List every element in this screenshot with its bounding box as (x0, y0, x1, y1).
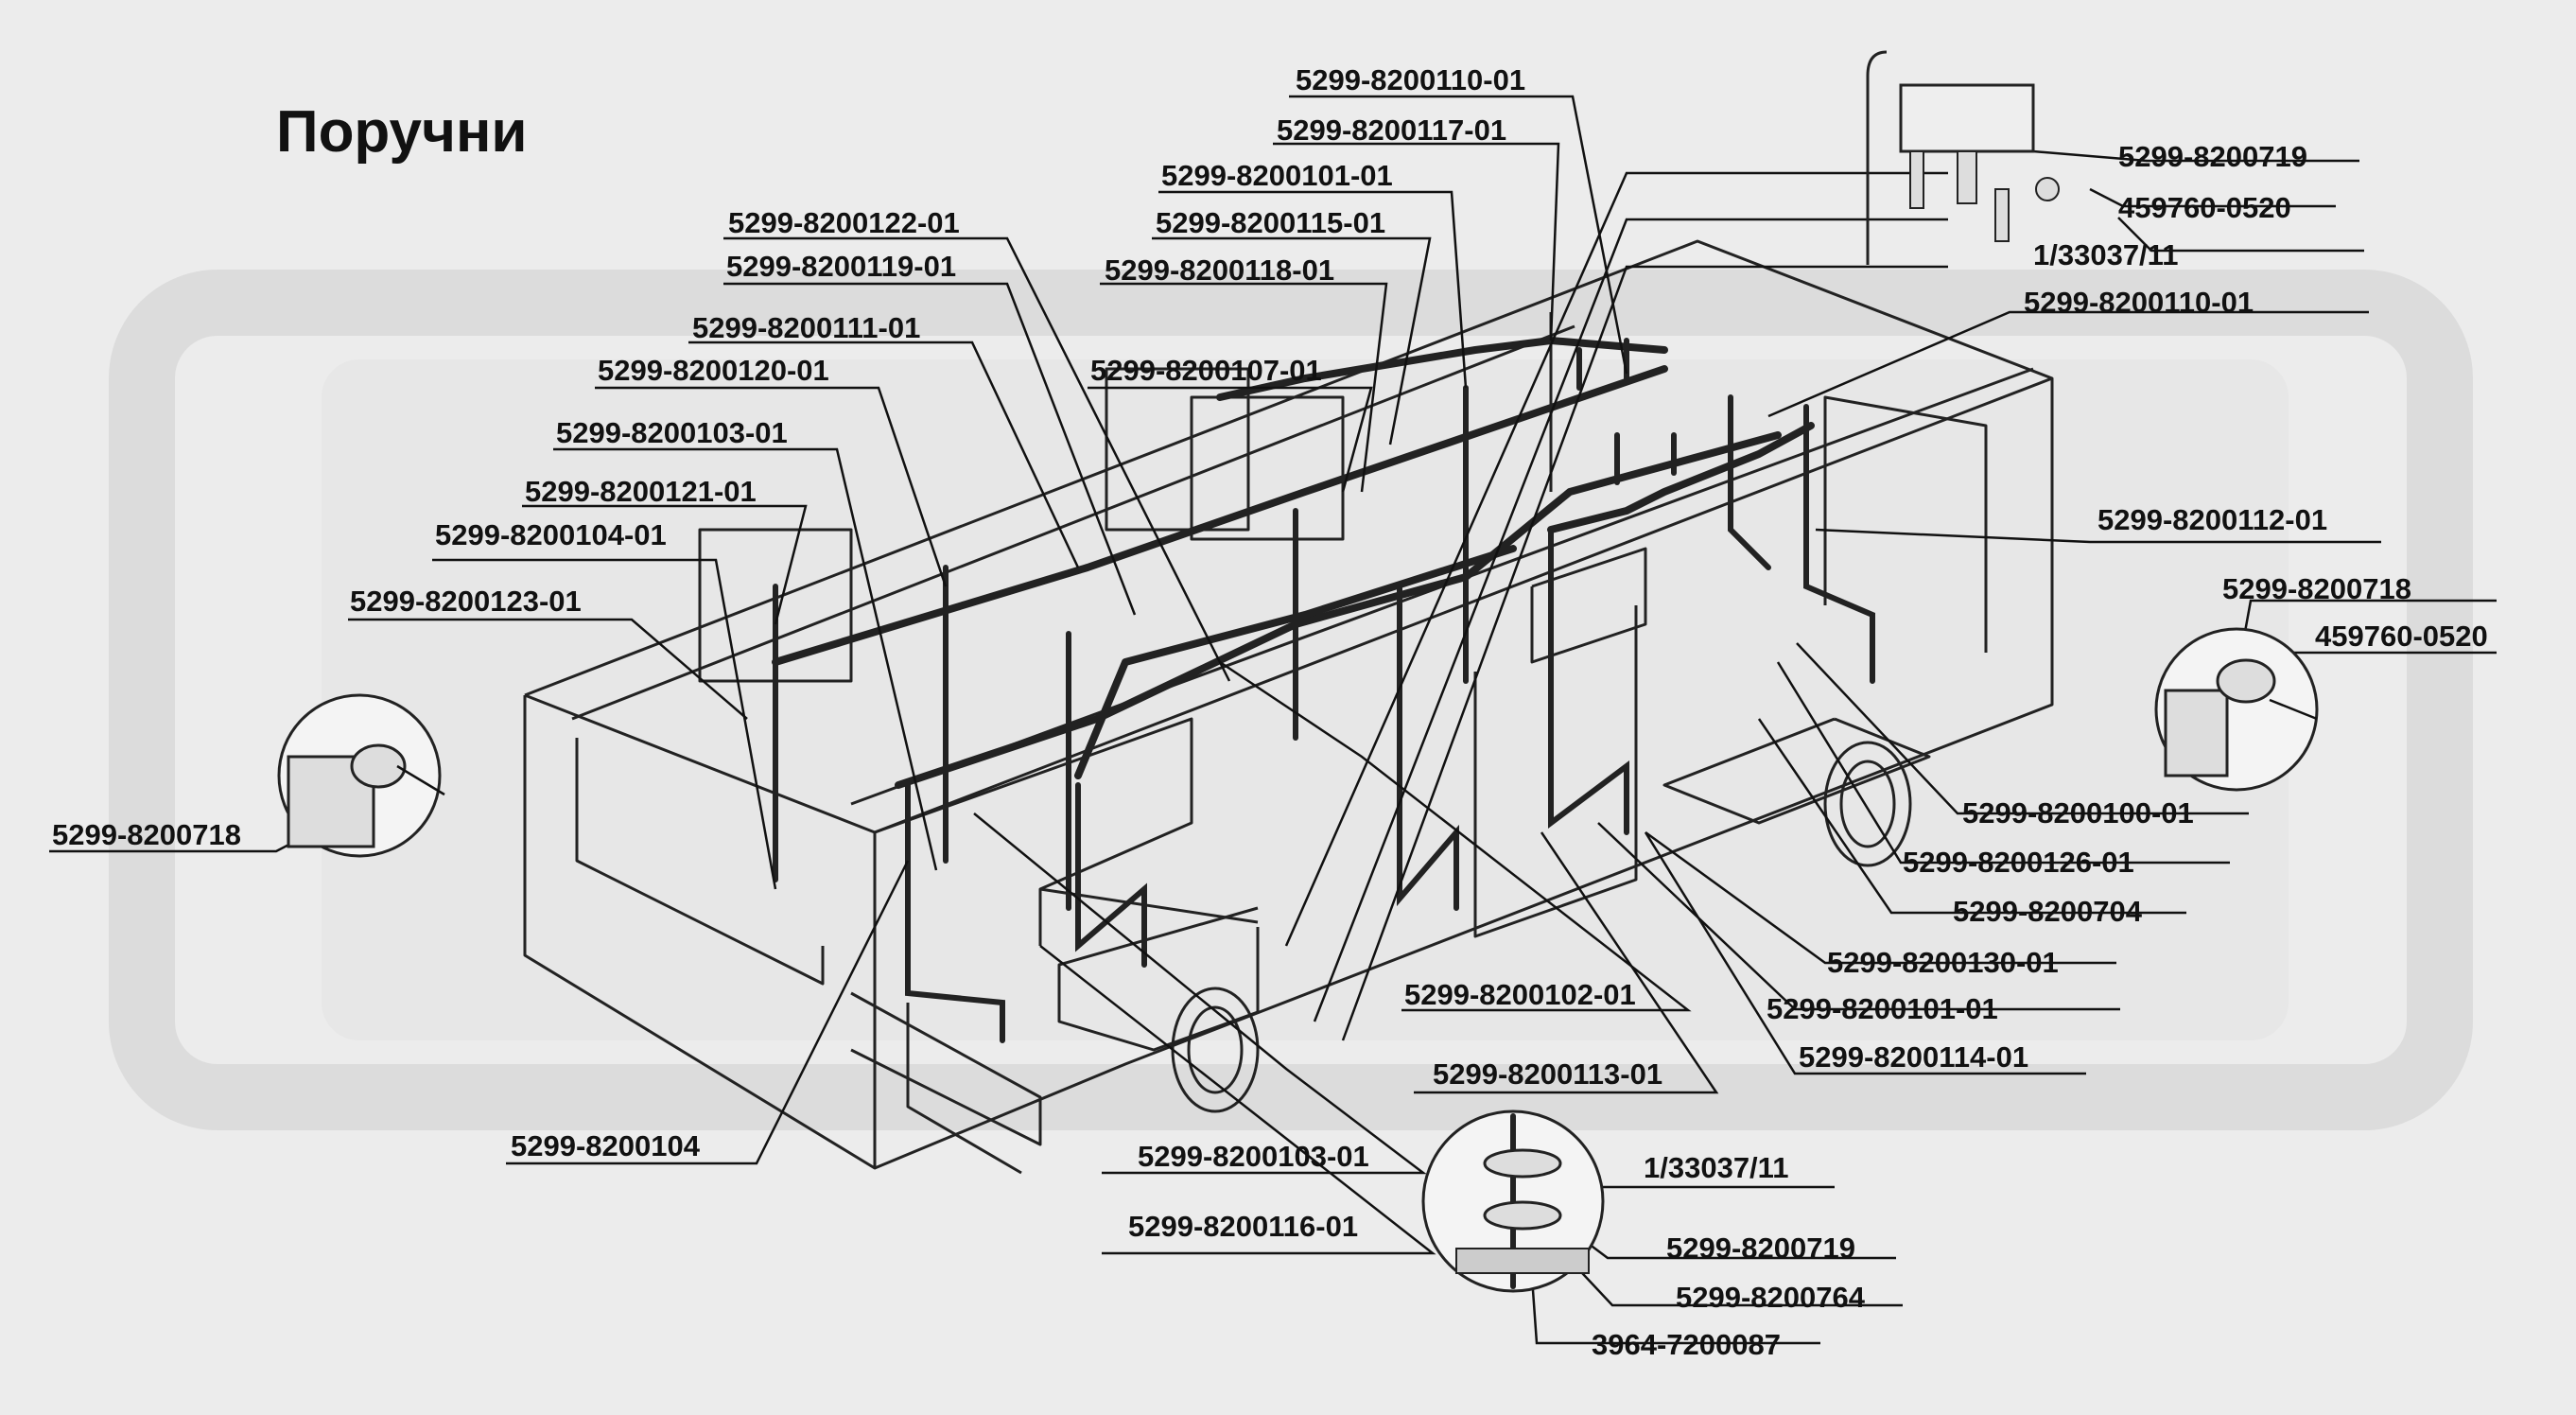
part-label: 5299-8200118-01 (1105, 253, 1334, 287)
part-label: 5299-8200121-01 (525, 475, 757, 508)
part-label: 1/33037/11 (1644, 1151, 1788, 1184)
part-label: 1/33037/11 (2033, 238, 2178, 271)
handrail-network (772, 337, 1875, 1043)
part-label: 5299-8200100-01 (1962, 796, 2194, 830)
part-label: 5299-8200130-01 (1827, 946, 2059, 979)
part-label: 5299-8200104-01 (435, 518, 667, 551)
part-label: 5299-8200718 (52, 818, 241, 851)
part-label: 5299-8200104 (511, 1129, 701, 1162)
part-label: 5299-8200111-01 (692, 311, 920, 344)
part-label: 5299-8200115-01 (1156, 206, 1385, 239)
part-label: 5299-8200113-01 (1433, 1057, 1662, 1091)
diagram-title: Поручни (276, 99, 528, 165)
part-label: 5299-8200123-01 (350, 585, 582, 618)
part-label: 5299-8200110-01 (1296, 63, 1525, 96)
detail-floor-mount (1421, 1109, 1605, 1293)
part-label: 3964-7200087 (1592, 1328, 1781, 1361)
part-label: 459760-0520 (2118, 191, 2291, 224)
part-label: 5299-8200101-01 (1161, 159, 1393, 192)
part-label: 5299-8200102-01 (1404, 978, 1636, 1011)
part-label: 5299-8200112-01 (2097, 503, 2327, 536)
part-label: 5299-8200764 (1676, 1281, 1866, 1314)
part-label: 5299-8200116-01 (1128, 1210, 1358, 1243)
part-label: 5299-8200114-01 (1799, 1040, 2028, 1074)
part-label: 5299-8200719 (2118, 140, 2307, 173)
detail-ceiling-mount (1866, 50, 2060, 265)
part-label: 5299-8200126-01 (1903, 846, 2134, 879)
leader-lines (49, 95, 2497, 1345)
watermark-logo (109, 270, 2473, 1130)
part-label: 5299-8200103-01 (1138, 1140, 1369, 1173)
detail-bracket-left (277, 693, 445, 858)
part-label: 459760-0520 (2315, 620, 2488, 653)
part-label: 5299-8200110-01 (2024, 286, 2254, 319)
part-label: 5299-8200704 (1953, 895, 2143, 928)
part-labels: 5299-8200110-01 5299-8200117-01 5299-820… (52, 63, 2488, 1361)
part-label: 5299-8200103-01 (556, 416, 788, 449)
detail-bracket-right (2154, 627, 2319, 792)
part-label: 5299-8200101-01 (1767, 992, 1998, 1025)
part-label: 5299-8200122-01 (728, 206, 960, 239)
part-label: 5299-8200120-01 (598, 354, 829, 387)
part-label: 5299-8200119-01 (726, 250, 956, 283)
part-label: 5299-8200117-01 (1277, 114, 1506, 147)
part-label: 5299-8200719 (1666, 1232, 1855, 1265)
part-label: 5299-8200107-01 (1090, 354, 1322, 387)
part-label: 5299-8200718 (2222, 572, 2411, 605)
